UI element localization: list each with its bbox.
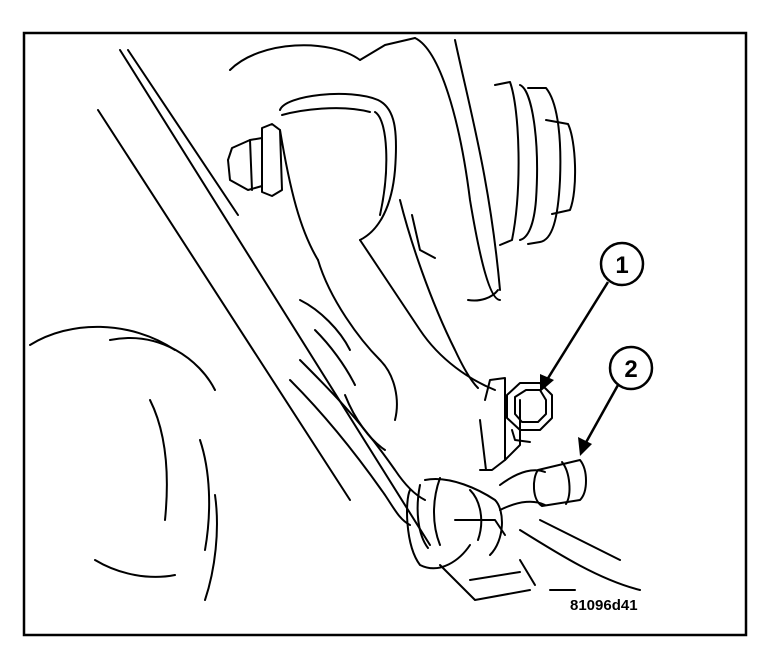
callout-1-circle [599,241,645,287]
callout-1-arrowhead [540,374,554,392]
callout-2-arrowhead [578,437,592,456]
figure-frame [22,31,748,637]
figure-id: 81096d41 [570,597,638,614]
callout-2-number: 2 [624,356,637,383]
callout-1-leader [543,281,610,384]
suspension-drawing [29,37,641,601]
callout-2: 2 [578,345,654,456]
callout-1: 1 [540,241,645,392]
callout-2-leader [582,384,620,447]
callout-2-circle [608,345,654,391]
callout-1-number: 1 [615,252,628,279]
